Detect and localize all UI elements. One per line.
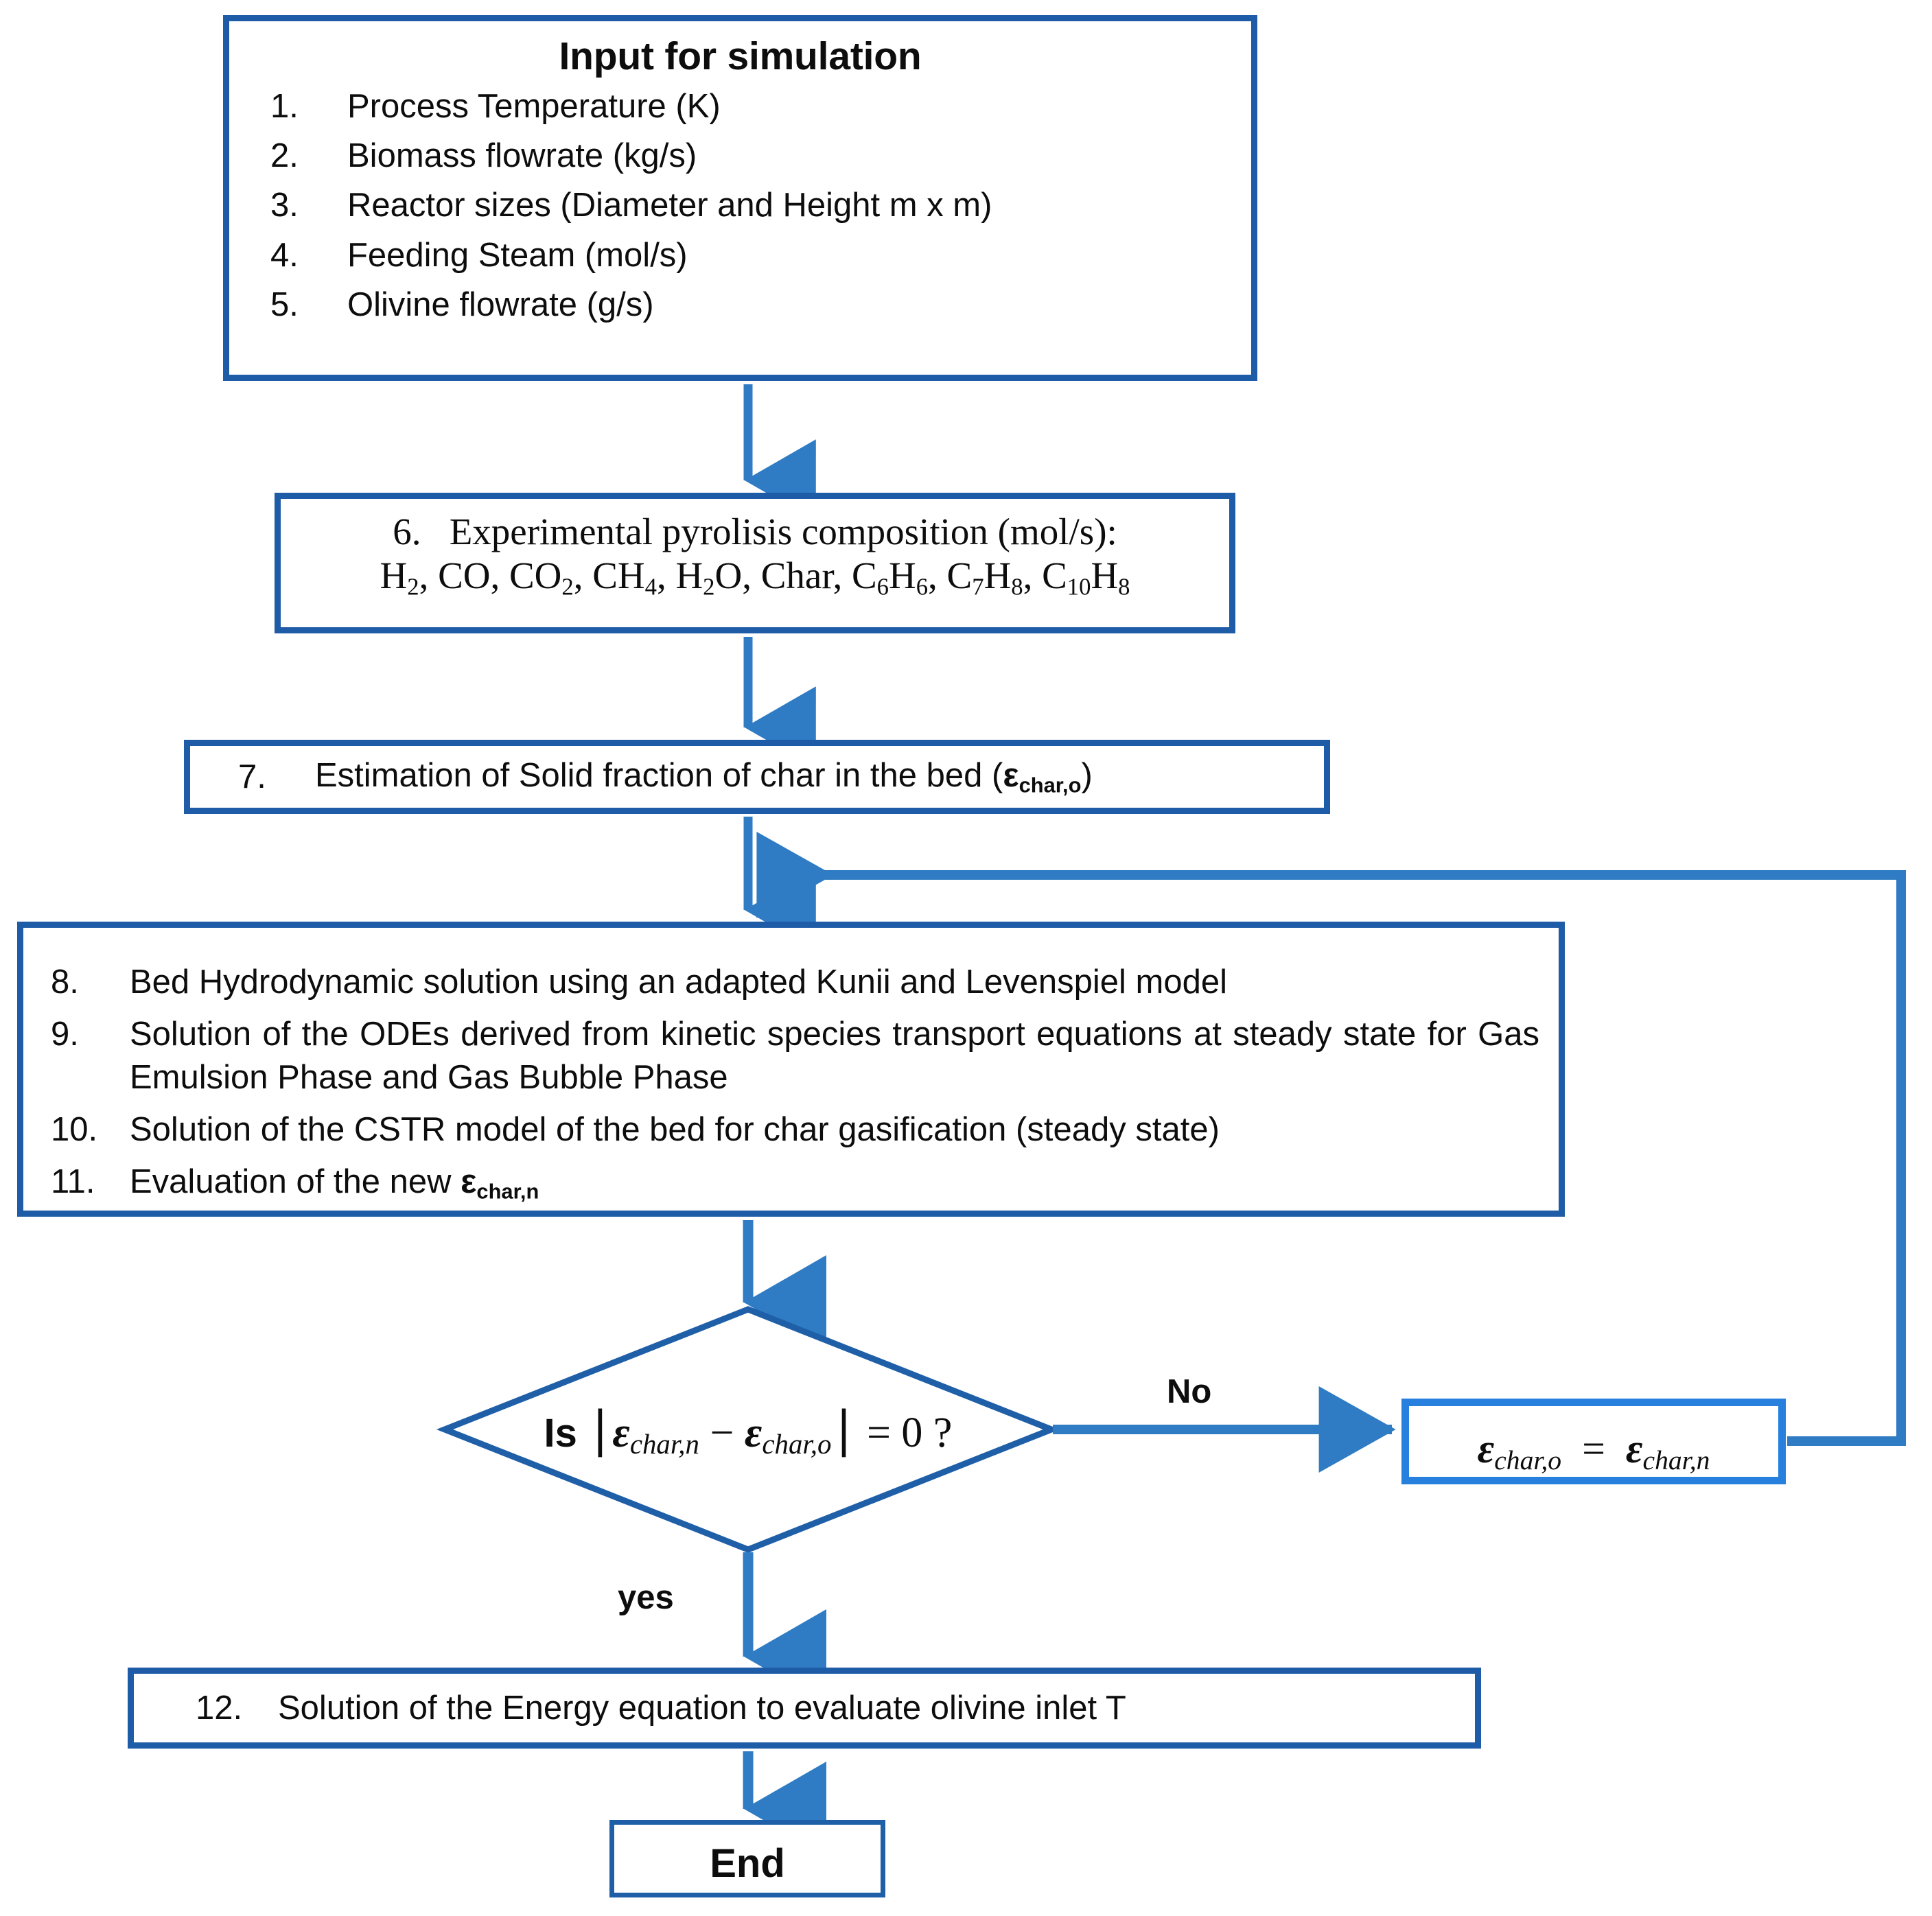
item-number: 6.	[393, 511, 421, 552]
input-for-simulation-box: Input for simulation 1. Process Temperat…	[223, 15, 1257, 381]
zero-value: 0	[901, 1410, 923, 1457]
energy-equation-box: 12. Solution of the Energy equation to e…	[128, 1668, 1481, 1749]
epsilon-subscript: char,n	[1642, 1445, 1710, 1475]
decision-prefix: Is	[544, 1411, 577, 1456]
assign-equation: εchar,o = εchar,n	[1409, 1406, 1778, 1504]
assign-epsilon-box: εchar,o = εchar,n	[1401, 1399, 1786, 1484]
item-text: Bed Hydrodynamic solution using an adapt…	[130, 963, 1227, 1001]
item-number: 10.	[51, 1111, 98, 1149]
pyrolysis-composition-box: 6. Experimental pyrolisis composition (m…	[275, 493, 1235, 633]
item-number: 12.	[196, 1690, 243, 1727]
epsilon-symbol: ε	[461, 1163, 477, 1200]
species-formula: C10H8	[1042, 554, 1130, 600]
item-text: Biomass flowrate (kg/s)	[347, 137, 697, 175]
item-prefix: Evaluation of the new	[130, 1163, 461, 1200]
list-item: 2. Biomass flowrate (kg/s)	[270, 135, 1251, 178]
pyrolysis-line-1: 6. Experimental pyrolisis composition (m…	[281, 510, 1229, 554]
list-item: 8. Bed Hydrodynamic solution using an ad…	[51, 961, 1539, 1005]
item-text: Solution of the CSTR model of the bed fo…	[130, 1111, 1220, 1149]
list-item: 5. Olivine flowrate (g/s)	[270, 283, 1251, 327]
item-number: 7.	[238, 758, 266, 795]
species-formula: H2	[380, 554, 419, 600]
epsilon-symbol: ε	[1003, 756, 1019, 794]
close-paren: )	[1081, 756, 1093, 794]
epsilon-symbol: ε	[744, 1410, 763, 1457]
species-formula: C6H6	[851, 554, 929, 600]
abs-bar-close: ∣	[831, 1403, 857, 1458]
estimation-text: Estimation of Solid fraction of char in …	[315, 756, 1003, 794]
item-number: 8.	[51, 963, 79, 1001]
item-text: Olivine flowrate (g/s)	[347, 285, 654, 323]
edge-label-yes: yes	[618, 1579, 674, 1616]
epsilon-subscript: char,o	[1019, 773, 1082, 797]
species-formula: CO2	[509, 554, 574, 600]
species-formula: CH4	[592, 554, 657, 600]
list-item: 3. Reactor sizes (Diameter and Height m …	[270, 184, 1251, 227]
estimation-row: 7. Estimation of Solid fraction of char …	[190, 746, 1324, 808]
item-text: Evaluation of the new εchar,n	[130, 1160, 1539, 1206]
item-number: 11.	[51, 1163, 95, 1200]
species-formula: C7H8	[946, 554, 1023, 600]
item-text: Estimation of Solid fraction of char in …	[315, 756, 1093, 798]
abs-bar-open: ∣	[587, 1403, 613, 1458]
equals-operator: =	[1582, 1426, 1605, 1471]
item-text: Experimental pyrolisis composition (mol/…	[449, 511, 1117, 552]
list-item: 4. Feeding Steam (mol/s)	[270, 234, 1251, 277]
model-solution-box: 8. Bed Hydrodynamic solution using an ad…	[17, 922, 1565, 1217]
list-item: 10. Solution of the CSTR model of the be…	[51, 1108, 1539, 1152]
decision-equation-text: Is ∣εchar,n − εchar,o∣ = 0 ?	[544, 1401, 953, 1460]
list-item: 9. Solution of the ODEs derived from kin…	[51, 1013, 1539, 1100]
item-text: Solution of the ODEs derived from kineti…	[130, 1015, 1539, 1097]
energy-row: 12. Solution of the Energy equation to e…	[134, 1674, 1475, 1742]
item-number: 9.	[51, 1015, 79, 1053]
item-number: 5.	[270, 285, 299, 323]
epsilon-subscript: char,n	[629, 1429, 699, 1460]
item-text: Feeding Steam (mol/s)	[347, 236, 688, 274]
question-mark: ?	[933, 1410, 953, 1457]
minus-operator: −	[710, 1410, 734, 1457]
epsilon-symbol: ε	[1625, 1426, 1643, 1471]
char-fraction-estimation-box: 7. Estimation of Solid fraction of char …	[184, 740, 1330, 814]
species-formula: Char	[760, 554, 833, 596]
item-text: Solution of the Energy equation to evalu…	[278, 1690, 1126, 1727]
model-items-list: 8. Bed Hydrodynamic solution using an ad…	[23, 928, 1559, 1206]
edge-label-no: No	[1167, 1373, 1212, 1410]
item-number: 2.	[270, 137, 299, 175]
item-number: 1.	[270, 88, 299, 125]
decision-equation: Is ∣εchar,n − εchar,o∣ = 0 ?	[474, 1386, 1023, 1475]
input-box-title: Input for simulation	[559, 34, 922, 78]
item-text: Reactor sizes (Diameter and Height m x m…	[347, 187, 992, 224]
list-item: 11. Evaluation of the new εchar,n	[51, 1160, 1539, 1206]
epsilon-subscript: char,n	[476, 1179, 539, 1204]
epsilon-symbol: ε	[612, 1410, 630, 1457]
input-items-list: 1. Process Temperature (K) 2. Biomass fl…	[229, 85, 1251, 327]
pyrolysis-species-line: H2, CO, CO2, CH4, H2O, Char, C6H6, C7H8,…	[380, 554, 1130, 600]
species-formula: H2O	[675, 554, 743, 600]
end-label: End	[710, 1841, 785, 1886]
species-formula: CO	[438, 554, 491, 596]
item-number: 4.	[270, 236, 299, 274]
epsilon-symbol: ε	[1477, 1426, 1495, 1471]
epsilon-subscript: char,o	[762, 1429, 832, 1460]
item-text: Process Temperature (K)	[347, 88, 721, 125]
item-number: 3.	[270, 187, 299, 224]
equals-operator: =	[866, 1410, 891, 1457]
end-box: End	[609, 1820, 885, 1897]
list-item: 1. Process Temperature (K)	[270, 85, 1251, 128]
epsilon-subscript: char,o	[1494, 1445, 1562, 1475]
